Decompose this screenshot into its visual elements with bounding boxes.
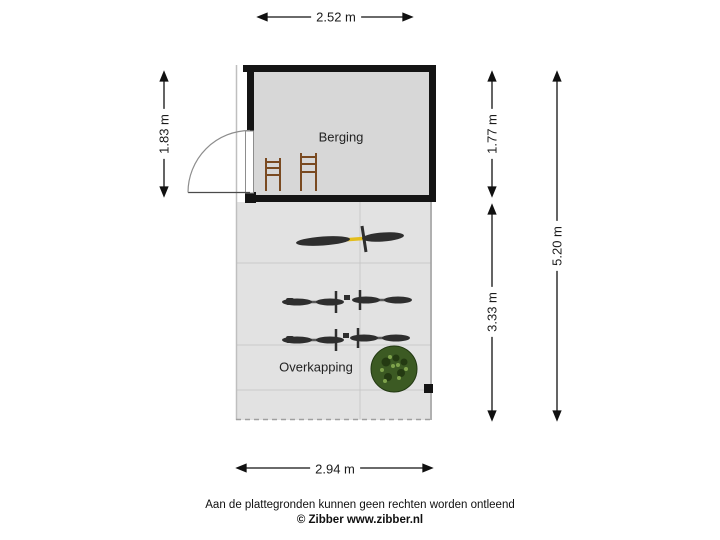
- plant-icon: [370, 345, 418, 393]
- footer-disclaimer: Aan de plattegronden kunnen geen rechten…: [205, 499, 515, 511]
- wall-left-upper: [247, 65, 254, 133]
- bicycle-icon: [282, 291, 344, 313]
- dim-top-arrow-left: [256, 12, 268, 22]
- dimension-bottom-label: 2.94 m: [310, 460, 360, 478]
- door-swing-arc-icon: [187, 129, 251, 193]
- dim-bottom-arrow-right: [422, 463, 434, 473]
- room-berging-floor: [247, 68, 432, 198]
- door: [187, 129, 254, 194]
- dim-top-arrow-right: [402, 12, 414, 22]
- bicycle-icon: [296, 225, 404, 253]
- dimension-right-lower-label: 3.33 m: [483, 287, 501, 337]
- dim-left-arrow-down: [159, 186, 169, 198]
- post-bottom-right: [424, 384, 433, 393]
- wall-post-left: [245, 192, 256, 203]
- dim-bottom-arrow-left: [235, 463, 247, 473]
- room-label-overkapping: Overkapping: [279, 359, 353, 375]
- dim-left-arrow-up: [159, 70, 169, 82]
- dimension-left-label: 1.83 m: [155, 109, 173, 159]
- bicycle-icon: [343, 328, 410, 348]
- wall-bottom: [252, 195, 436, 202]
- dimension-right-upper-label: 1.77 m: [483, 109, 501, 159]
- wall-right: [429, 65, 436, 202]
- chair-icon: [300, 153, 317, 191]
- dim-right-lower-arrow-up: [487, 203, 497, 215]
- dimension-right-total-label: 5.20 m: [548, 221, 566, 271]
- dim-right-total-arrow-down: [552, 410, 562, 422]
- dim-right-total-arrow-up: [552, 70, 562, 82]
- footer-credit: © Zibber www.zibber.nl: [296, 514, 424, 526]
- bicycle-icon: [282, 329, 344, 351]
- dim-right-lower-arrow-down: [487, 410, 497, 422]
- dim-right-upper-arrow-up: [487, 70, 497, 82]
- chair-icon: [265, 158, 281, 191]
- room-label-berging: Berging: [318, 129, 364, 145]
- dim-right-upper-arrow-down: [487, 186, 497, 198]
- door-frame: [245, 130, 254, 194]
- bicycle-icon: [344, 290, 412, 310]
- wall-top: [243, 65, 436, 72]
- berging-walls: [243, 65, 436, 393]
- dimension-top-label: 2.52 m: [311, 8, 361, 26]
